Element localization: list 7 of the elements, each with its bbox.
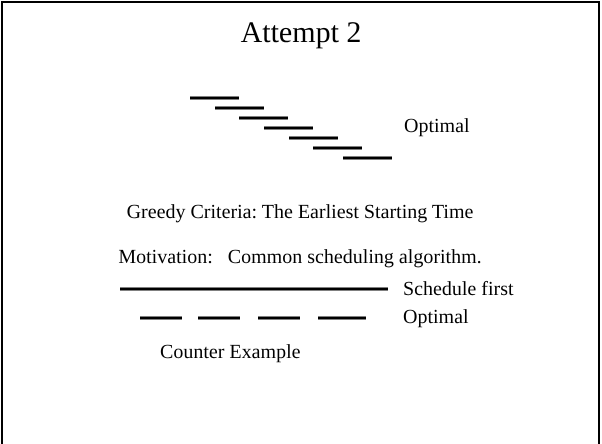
slide-title: Attempt 2 xyxy=(240,16,362,50)
interval-caption: Optimal xyxy=(404,114,470,138)
criteria-text: Greedy Criteria: The Earliest Starting Time xyxy=(126,200,474,224)
motivation-text: Motivation: Common scheduling algorithm. xyxy=(118,245,482,269)
caption: Counter Example xyxy=(160,340,301,364)
interval-caption: Schedule first xyxy=(403,277,514,301)
interval-caption: Optimal xyxy=(403,305,469,329)
